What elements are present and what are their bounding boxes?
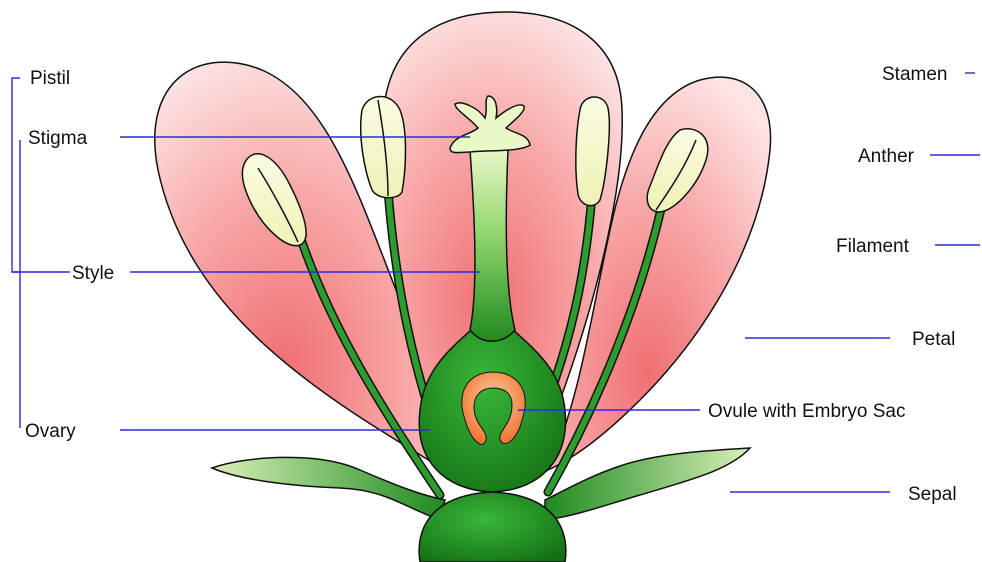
label-ovule-with-embryo-sac: Ovule with Embryo Sac bbox=[708, 401, 905, 422]
label-sepal: Sepal bbox=[908, 484, 957, 505]
label-anther: Anther bbox=[858, 146, 915, 167]
label-stigma: Stigma bbox=[28, 128, 88, 149]
sepal-right bbox=[545, 448, 750, 520]
label-pistil: Pistil bbox=[30, 68, 70, 89]
label-petal: Petal bbox=[912, 329, 955, 350]
label-stamen: Stamen bbox=[882, 64, 947, 85]
label-style: Style bbox=[72, 263, 114, 284]
label-ovary: Ovary bbox=[25, 421, 76, 442]
anther-2 bbox=[361, 97, 406, 198]
label-filament: Filament bbox=[836, 236, 910, 257]
pistil-bracket bbox=[12, 78, 20, 272]
sepal-left bbox=[212, 457, 445, 520]
